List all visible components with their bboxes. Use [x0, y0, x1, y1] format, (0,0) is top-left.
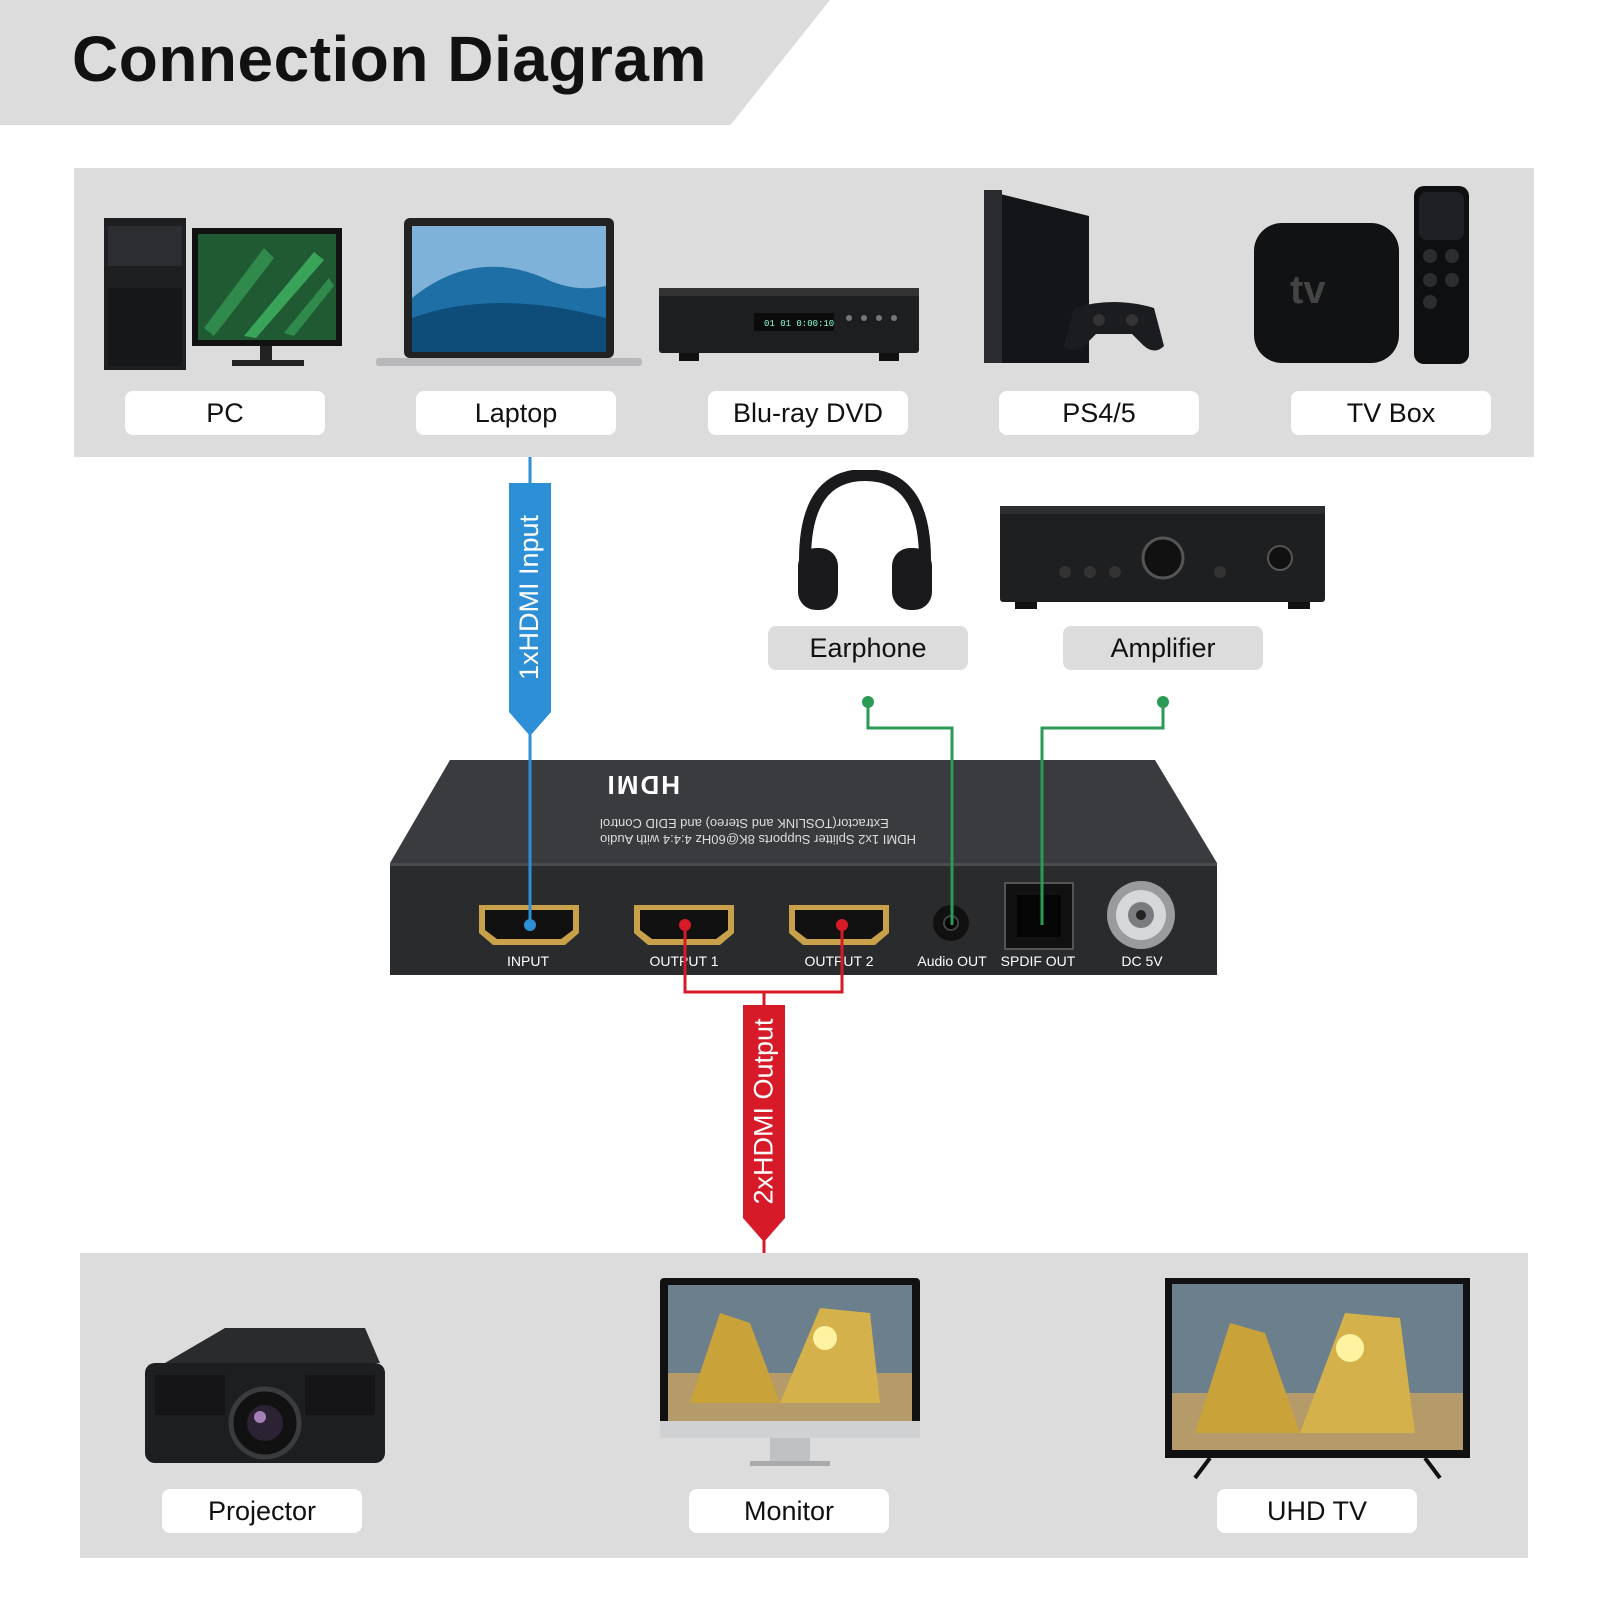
output1-dot: [679, 919, 691, 931]
source-label-tvbox: TV Box: [1291, 391, 1491, 435]
audio-icons-layer: [798, 470, 1325, 610]
amplifier-dot: [1157, 696, 1169, 708]
uhd-tv-icon: [1165, 1278, 1470, 1480]
input-port-dot: [524, 919, 536, 931]
port-label-dc: DC 5V: [1121, 953, 1163, 969]
display-label-uhdtv: UHD TV: [1217, 1489, 1417, 1533]
tv-box-icon: tv: [1254, 186, 1469, 364]
pc-monitor-icon: [104, 218, 342, 370]
svg-text:tv: tv: [1290, 268, 1326, 312]
source-label-pc: PC: [125, 391, 325, 435]
bluray-player-icon: 01 01 0:00:10: [659, 288, 919, 361]
splitter-top-face: [390, 760, 1217, 863]
game-console-icon: [984, 190, 1164, 363]
display-label-monitor: Monitor: [689, 1489, 889, 1533]
hdmi-splitter: [390, 760, 1217, 975]
earphone-dot: [862, 696, 874, 708]
projector-icon: [145, 1328, 385, 1463]
svg-text:01 01 0:00:10: 01 01 0:00:10: [764, 319, 834, 329]
source-icons-layer: 01 01 0:00:10 tv: [104, 186, 1469, 370]
headphones-icon: [798, 470, 932, 610]
output2-dot: [836, 919, 848, 931]
port-label-output2: OUTPUT 2: [804, 953, 874, 969]
input-banner-text: 1xHDMI Input: [514, 514, 545, 681]
page-title: Connection Diagram: [72, 23, 707, 95]
display-label-projector: Projector: [162, 1489, 362, 1533]
output-banner: 2xHDMI Output: [743, 1005, 785, 1218]
source-label-ps: PS4/5: [999, 391, 1199, 435]
output-line-bridge: [683, 925, 844, 994]
output-banner-text: 2xHDMI Output: [748, 1018, 779, 1205]
source-label-laptop: Laptop: [416, 391, 616, 435]
title-band: [0, 0, 830, 125]
port-label-audio-out: Audio OUT: [917, 953, 987, 969]
display-icons-layer: [145, 1278, 1470, 1480]
amplifier-icon: [1000, 506, 1325, 609]
port-label-input: INPUT: [507, 953, 549, 969]
laptop-icon: [376, 218, 642, 366]
port-label-spdif-out: SPDIF OUT: [1000, 953, 1076, 969]
monitor-icon: [660, 1278, 920, 1466]
input-banner-shape: [509, 483, 551, 736]
amplifier-line: [1040, 702, 1165, 925]
source-label-bluray: Blu-ray DVD: [708, 391, 908, 435]
output-banner-shape: [743, 1005, 785, 1242]
dc-power-port: [1107, 881, 1175, 949]
earphone-line: [866, 702, 954, 925]
audio-label-earphone: Earphone: [768, 626, 968, 670]
input-banner: 1xHDMI Input: [509, 483, 551, 712]
spdif-out-port: [1004, 882, 1074, 950]
audio-label-amplifier: Amplifier: [1063, 626, 1263, 670]
